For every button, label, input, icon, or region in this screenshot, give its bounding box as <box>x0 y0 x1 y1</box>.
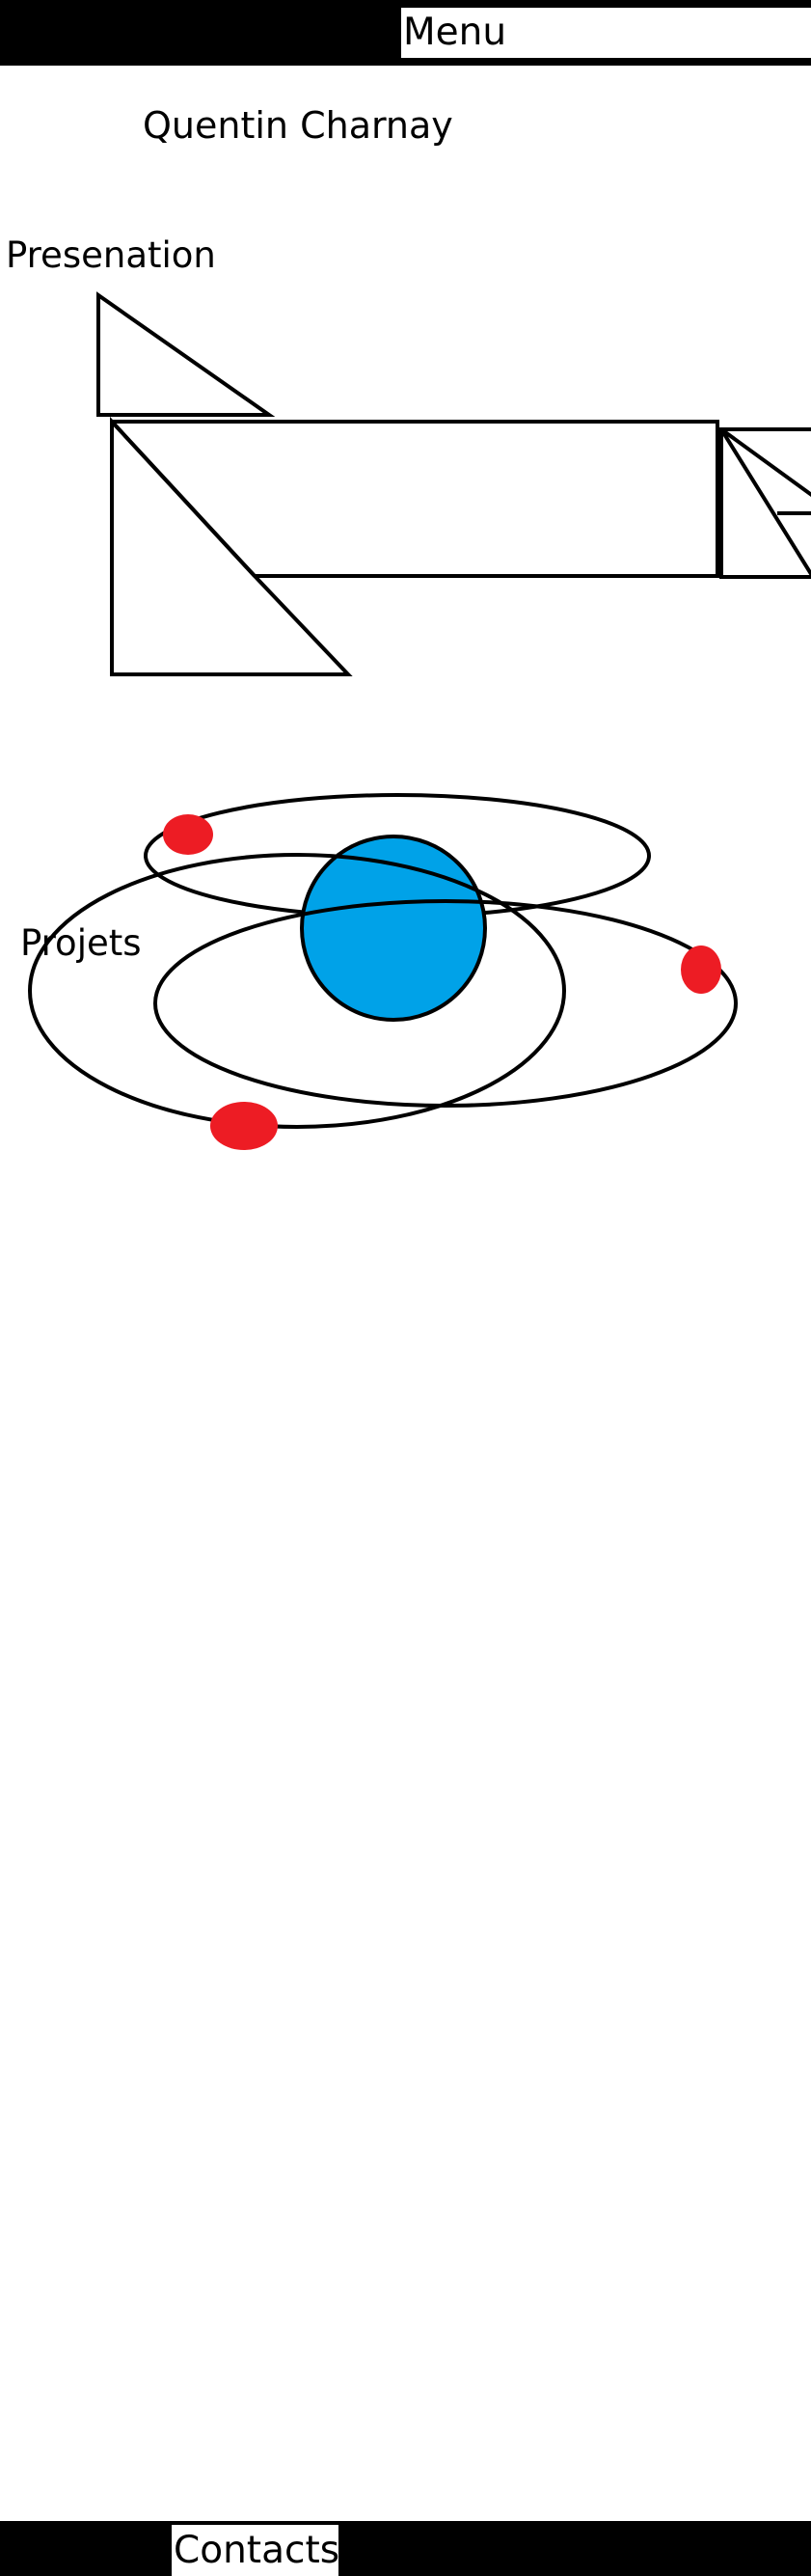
rocket-nose <box>719 427 811 578</box>
orbit-left <box>28 853 566 1129</box>
rocket-drawing-icon[interactable] <box>0 280 811 695</box>
menu-label: Menu <box>403 11 507 54</box>
rocket-top-fin <box>96 291 276 417</box>
projects-link[interactable]: Projets <box>20 922 142 964</box>
presentation-link[interactable]: Presenation <box>6 234 216 276</box>
bottom-bar: Contacts <box>0 2521 811 2576</box>
moon-right <box>681 945 721 994</box>
menu-button[interactable]: Menu <box>401 8 811 58</box>
moon-bottom <box>210 1102 278 1150</box>
contacts-button[interactable]: Contacts <box>172 2525 340 2576</box>
orbit-right <box>153 899 738 1108</box>
page-title: Quentin Charnay <box>143 104 453 147</box>
planet-body <box>300 835 487 1022</box>
moon-top <box>163 814 213 855</box>
planet-orbits-icon[interactable] <box>0 781 811 1167</box>
contacts-label: Contacts <box>174 2529 340 2572</box>
top-bar: Menu <box>0 0 811 66</box>
